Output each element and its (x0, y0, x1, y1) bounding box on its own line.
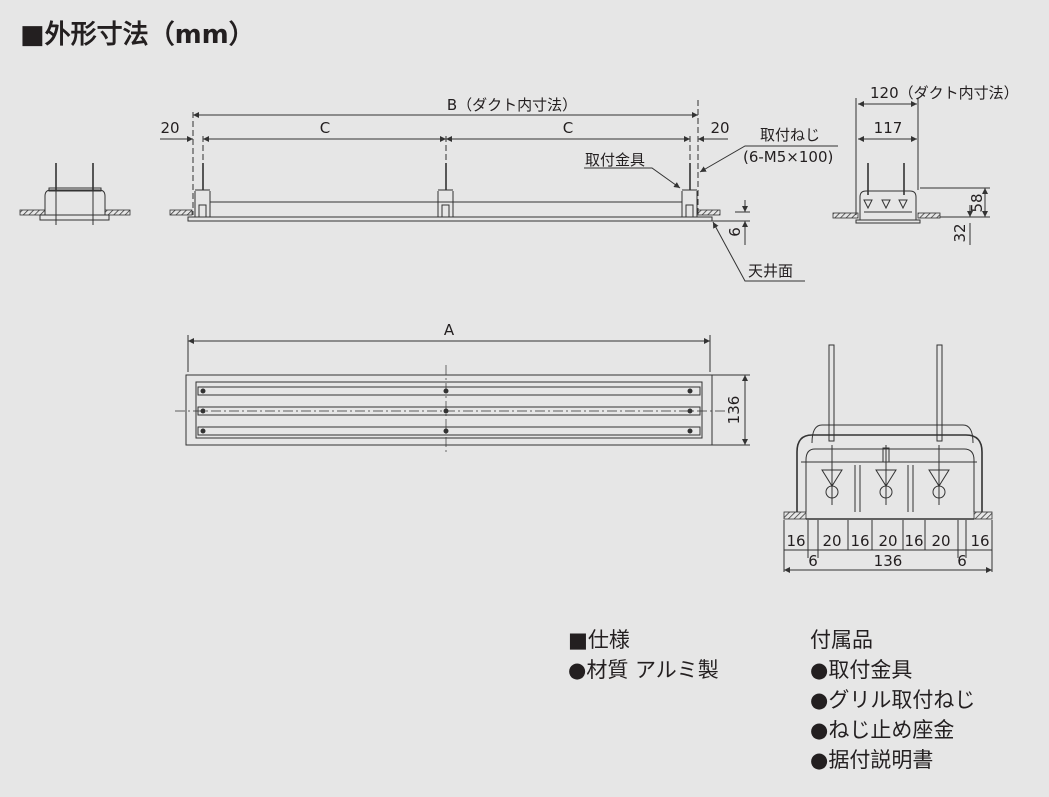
dim-32-label: 32 (951, 223, 969, 242)
bracket-label: 取付金具 (585, 151, 645, 169)
dim-16: 16 (904, 532, 923, 550)
dim-20: 20 (931, 532, 950, 550)
dim-136-label: 136 (725, 396, 743, 425)
ceiling-label: 天井面 (748, 262, 793, 280)
clip-2 (875, 445, 897, 505)
screw-spec: (6-M5×100) (743, 148, 833, 166)
accessory-item: ●ねじ止め座金 (810, 718, 955, 742)
page-title: ■外形寸法（mm） (20, 20, 255, 50)
dim-16: 16 (850, 532, 869, 550)
clip-3 (928, 445, 950, 505)
dim-6: 6 (808, 552, 818, 570)
dim-20: 20 (822, 532, 841, 550)
dim-c-right-label: C (563, 119, 573, 137)
dim-b-label: B（ダクト内寸法） (447, 96, 577, 114)
dim-20-left-label: 20 (160, 119, 179, 137)
right-end-view: 120（ダクト内寸法） 117 58 32 (832, 84, 1019, 245)
front-view: A 136 (175, 321, 750, 455)
side-view: B（ダクト内寸法） C C 20 20 取付金具 取付ねじ (6-M5×100)… (160, 96, 838, 282)
dim-a-label: A (444, 321, 455, 339)
accessory-item: ●取付金具 (810, 658, 913, 682)
dim-20: 20 (878, 532, 897, 550)
dim-58-label: 58 (968, 193, 986, 212)
dim-117-label: 117 (874, 119, 903, 137)
accessory-item: ●グリル取付ねじ (810, 688, 976, 712)
section-detail: 16 20 16 20 16 20 16 6 136 6 (783, 344, 993, 573)
bracket-middle (437, 163, 454, 218)
bracket-right (681, 163, 698, 218)
dim-c-left-label: C (320, 119, 330, 137)
screw-label: 取付ねじ (760, 126, 820, 144)
dim-136: 136 (874, 552, 903, 570)
clip-1 (821, 445, 843, 505)
dim-120-label: 120（ダクト内寸法） (870, 84, 1019, 102)
accessories-block: 付属品 ●取付金具 ●グリル取付ねじ ●ねじ止め座金 ●据付説明書 (810, 625, 975, 775)
specs-block: ■仕様 ●材質 アルミ製 (568, 625, 719, 685)
dim-6-label: 6 (726, 227, 744, 237)
dim-6: 6 (957, 552, 967, 570)
specs-heading: ■仕様 (568, 628, 630, 652)
accessories-heading: 付属品 (810, 628, 873, 652)
bracket-left (194, 163, 211, 218)
accessory-item: ●据付説明書 (810, 748, 934, 772)
dim-16: 16 (786, 532, 805, 550)
left-end-view (19, 163, 131, 225)
dim-20-right-label: 20 (710, 119, 729, 137)
specs-material: ●材質 アルミ製 (568, 658, 719, 682)
dim-16: 16 (970, 532, 989, 550)
